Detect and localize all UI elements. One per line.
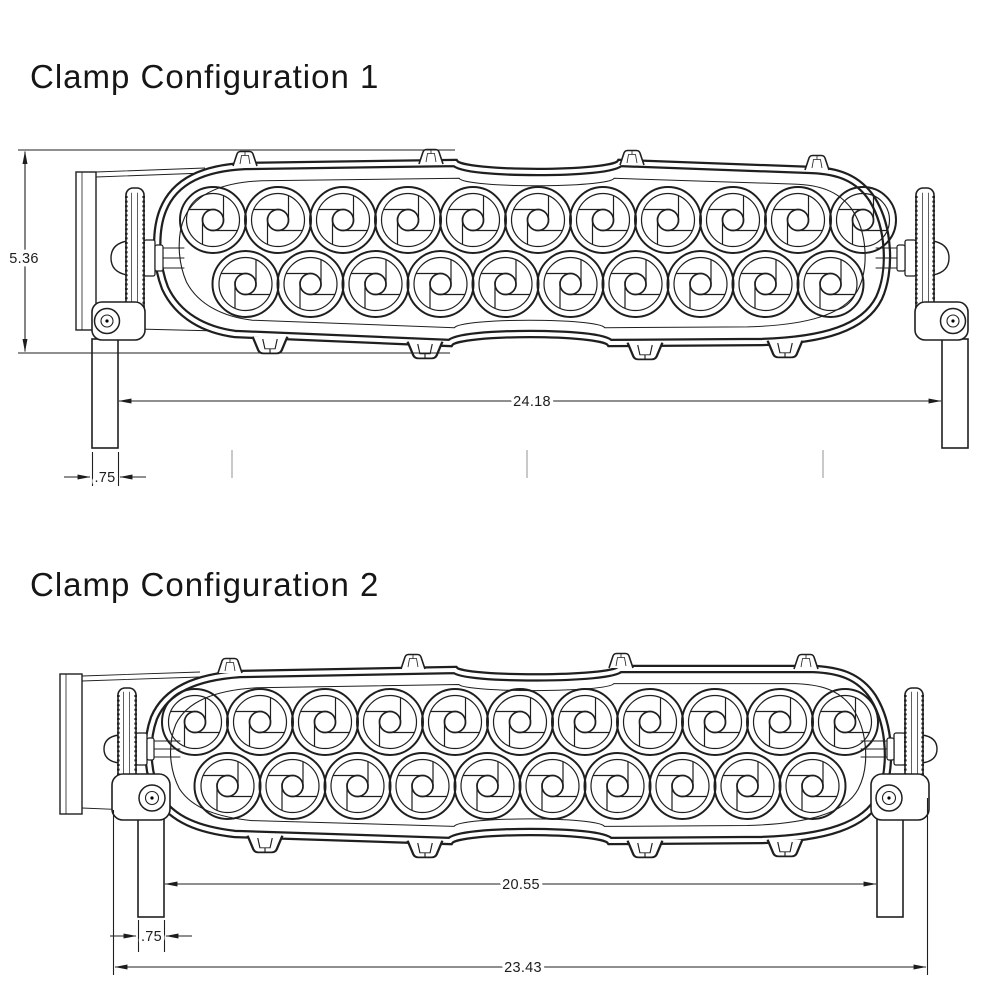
dimensions-1 [18,149,942,486]
extension-lines-overall [112,798,929,975]
dimension-label-post-width-1: .75 [94,470,115,486]
light-bar-1-housing [75,167,219,332]
dimension-label-bar-height: 5.36 [9,251,38,267]
extension-lines-height [18,149,455,354]
light-bar-2 [148,652,888,859]
dimension-label-post-width-2: .75 [141,929,162,945]
dimension-label-post-span-1: 24.18 [513,394,551,410]
extension-lines-post-width [137,920,166,952]
diagram-2: 20.55 .75 23.43 [59,652,939,980]
diagram-title-2: Clamp Configuration 2 [30,566,380,603]
dimension-label-post-span-2: 20.55 [502,877,540,893]
diagram-1: 5.36 24.18 .75 [6,148,970,490]
extension-lines-post-width [91,452,120,486]
dimension-label-overall-span: 23.43 [504,960,542,976]
faint-reference-ticks [231,450,824,478]
housing-end-cap [59,673,83,815]
diagram-title-1: Clamp Configuration 1 [30,58,380,95]
housing-end-cap [75,171,97,331]
dimensions-2 [110,798,929,975]
clamp-right-1 [874,186,970,450]
light-bar-1 [157,148,897,361]
